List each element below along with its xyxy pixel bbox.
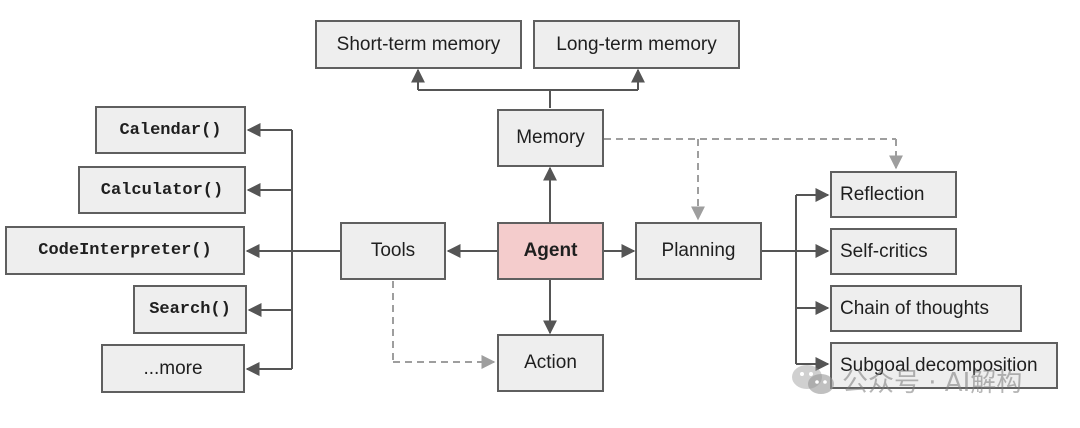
memory-to-stores-connector xyxy=(411,68,645,108)
short-term-memory-box: Short-term memory xyxy=(315,20,522,69)
action-box: Action xyxy=(497,334,604,392)
memory-dashed-connector xyxy=(604,138,903,221)
watermark: 公众号 · AI解构 xyxy=(790,360,1022,400)
more-tools-box: ...more xyxy=(101,344,245,393)
planning-box: Planning xyxy=(635,222,762,280)
tools-to-toollist-connector xyxy=(245,123,340,376)
watermark-text: 公众号 · AI解构 xyxy=(842,367,1023,398)
code-interpreter-tool-box: CodeInterpreter() xyxy=(5,226,245,275)
tools-to-action-dashed-connector xyxy=(392,281,496,369)
reflection-box: Reflection xyxy=(830,171,957,218)
agent-box: Agent xyxy=(497,222,604,280)
self-critics-box: Self-critics xyxy=(830,228,957,275)
search-tool-box: Search() xyxy=(133,285,247,334)
tools-box: Tools xyxy=(340,222,446,280)
planning-to-subskills-connector xyxy=(762,188,830,371)
calculator-tool-box: Calculator() xyxy=(78,166,246,214)
subgoal-decomposition-box: Subgoal decomposition xyxy=(830,342,1058,389)
calendar-tool-box: Calendar() xyxy=(95,106,246,154)
chain-of-thoughts-box: Chain of thoughts xyxy=(830,285,1022,332)
wechat-icon xyxy=(792,365,834,394)
long-term-memory-box: Long-term memory xyxy=(533,20,740,69)
memory-box: Memory xyxy=(497,109,604,167)
